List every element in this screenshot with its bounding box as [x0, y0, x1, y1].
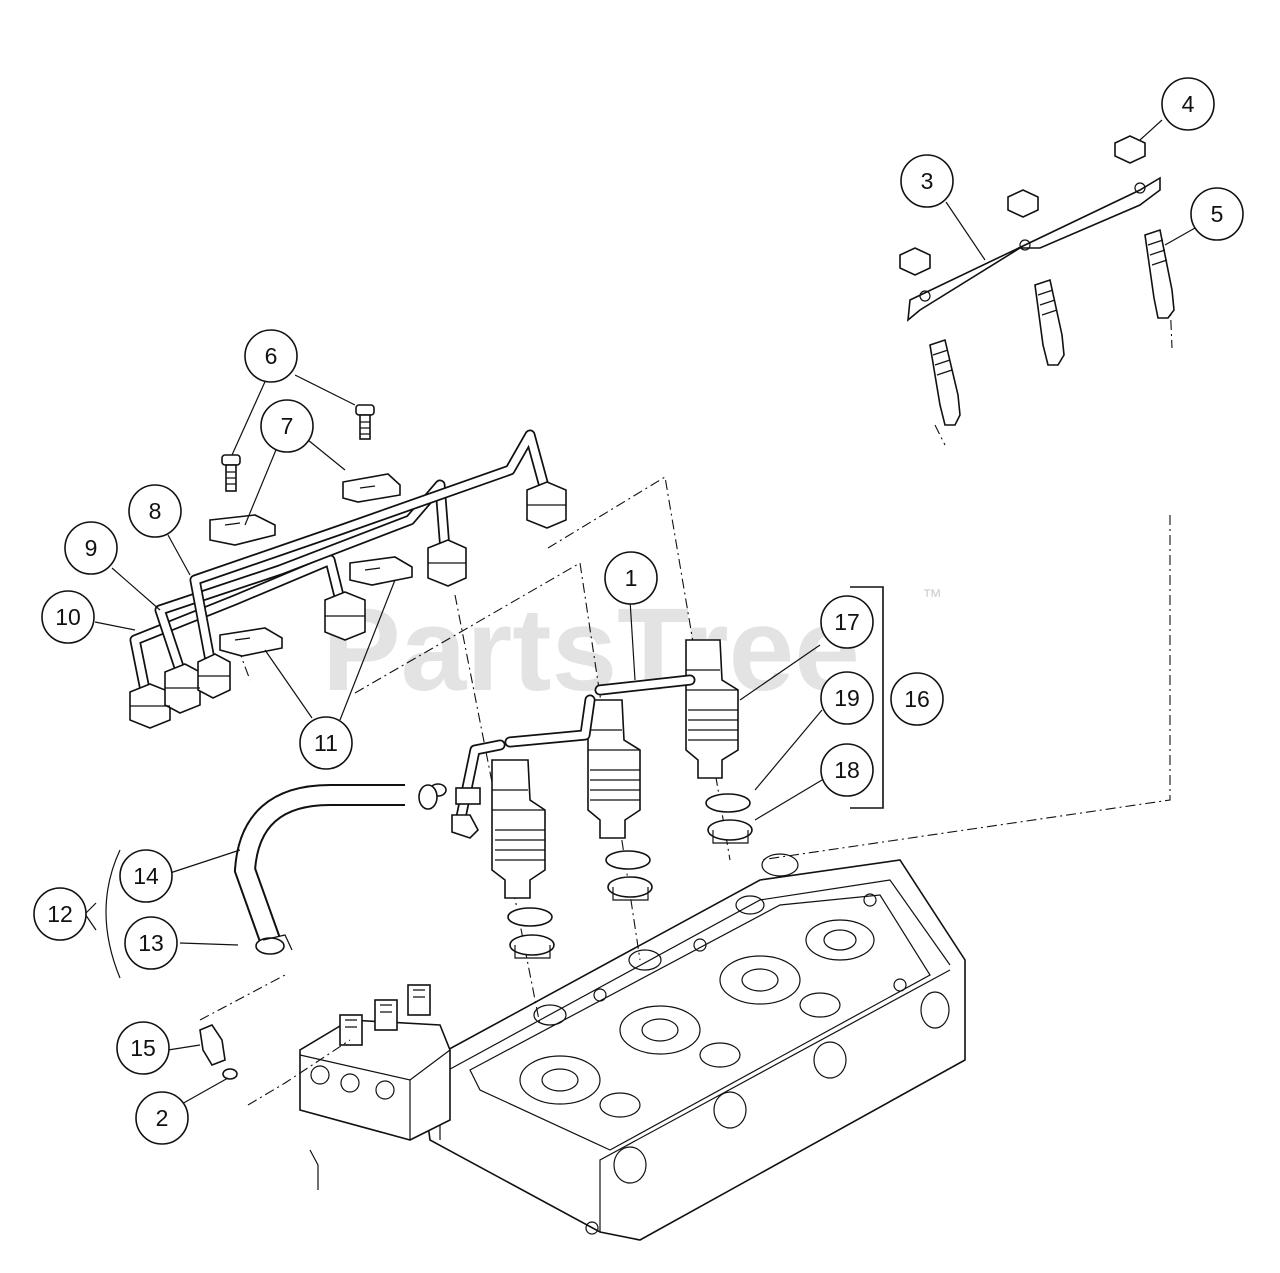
callout-1[interactable]: 1: [604, 551, 658, 605]
pipe-clamps: [209, 473, 413, 657]
callout-18[interactable]: 18: [820, 743, 874, 797]
svg-text:18: 18: [834, 757, 860, 783]
svg-text:6: 6: [265, 343, 278, 369]
callout-11[interactable]: 11: [299, 716, 353, 770]
callout-16[interactable]: 16: [890, 672, 944, 726]
cylinder-head: [419, 853, 966, 1241]
svg-text:11: 11: [314, 730, 338, 756]
callout-14[interactable]: 14: [119, 849, 173, 903]
callout-2[interactable]: 2: [135, 1091, 189, 1145]
svg-text:17: 17: [834, 609, 860, 635]
watermark: PartsTree ™: [322, 584, 942, 716]
svg-text:9: 9: [85, 535, 98, 561]
callout-13[interactable]: 13: [124, 916, 178, 970]
injection-pipes: [129, 429, 551, 696]
injector-nozzles: [491, 639, 753, 959]
svg-text:10: 10: [55, 604, 81, 630]
bleed-screw: [199, 1024, 238, 1080]
return-hose: [233, 784, 405, 955]
svg-text:2: 2: [156, 1105, 169, 1131]
svg-text:14: 14: [133, 863, 159, 889]
callout-10[interactable]: 10: [41, 590, 95, 644]
callout-5[interactable]: 5: [1190, 187, 1244, 241]
injection-pump: [299, 984, 451, 1190]
callout-9[interactable]: 9: [64, 521, 118, 575]
svg-text:8: 8: [149, 498, 162, 524]
bracket-12: [84, 849, 121, 979]
svg-text:4: 4: [1182, 91, 1195, 117]
svg-text:3: 3: [921, 168, 934, 194]
callout-4[interactable]: 4: [1161, 77, 1215, 131]
callout-15[interactable]: 15: [116, 1021, 170, 1075]
callout-3[interactable]: 3: [900, 154, 954, 208]
watermark-text: PartsTree: [322, 584, 860, 716]
callout-19[interactable]: 19: [820, 671, 874, 725]
clamp-bolts: [221, 404, 375, 492]
glow-plug-lead: [907, 176, 1161, 322]
callouts: 1 2 3 4 5 6 7 8: [33, 77, 1244, 1145]
callout-8[interactable]: 8: [128, 484, 182, 538]
svg-text:19: 19: [834, 685, 860, 711]
callout-6[interactable]: 6: [244, 329, 298, 383]
svg-text:12: 12: [47, 901, 73, 927]
leader-lines: [94, 119, 1196, 1106]
watermark-trademark: ™: [922, 586, 942, 608]
svg-text:15: 15: [130, 1035, 156, 1061]
svg-text:7: 7: [281, 413, 294, 439]
hose-clamp-top: [418, 784, 481, 810]
glow-plugs: [929, 228, 1175, 426]
callout-7[interactable]: 7: [260, 399, 314, 453]
callout-17[interactable]: 17: [820, 595, 874, 649]
svg-text:16: 16: [904, 686, 930, 712]
pipe-nuts: [129, 481, 567, 729]
callout-12[interactable]: 12: [33, 887, 87, 941]
svg-text:13: 13: [138, 930, 164, 956]
glow-plug-nuts: [899, 135, 1146, 276]
svg-text:1: 1: [625, 565, 638, 591]
svg-text:5: 5: [1211, 201, 1224, 227]
